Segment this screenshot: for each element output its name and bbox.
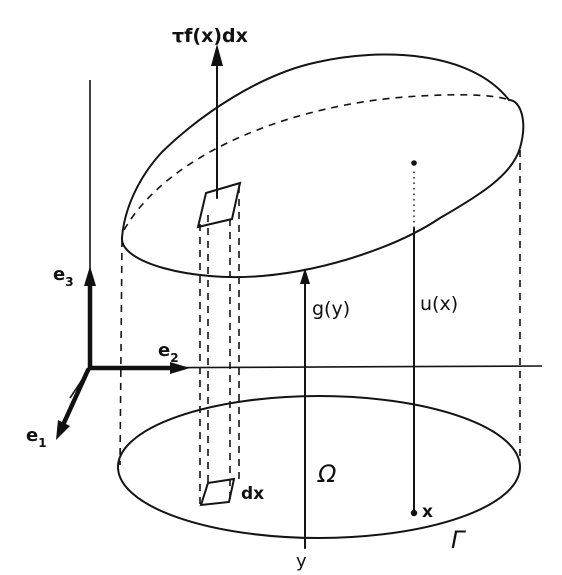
e3-arrowhead	[84, 266, 96, 286]
membrane-back-rim-dashed	[123, 93, 510, 231]
e2-arrowhead	[170, 362, 190, 374]
membrane-surface-outline	[120, 53, 525, 279]
label-point-x: x	[422, 502, 433, 522]
label-u-x: u(x)	[420, 293, 458, 315]
bottom-area-element-dx	[199, 477, 236, 507]
label-e1: e1	[26, 425, 47, 450]
label-e2-base: e	[158, 340, 170, 361]
label-e3: e3	[53, 264, 74, 289]
label-e3-base: e	[53, 264, 65, 285]
e1-basis-arrow	[60, 367, 91, 428]
label-tau-f-dx: τf(x)dx	[172, 25, 248, 47]
top-area-element	[196, 181, 242, 229]
label-e2: e2	[158, 340, 179, 365]
label-e2-sub: 2	[170, 351, 178, 365]
label-e3-sub: 3	[65, 275, 73, 289]
label-g-y: g(y)	[312, 298, 350, 320]
label-omega: Ω	[317, 460, 337, 488]
u-x-surface-point	[411, 160, 417, 166]
label-gamma: Γ	[451, 526, 466, 554]
label-dx: dx	[241, 484, 264, 504]
g-y-arrowhead	[300, 268, 310, 284]
label-e1-base: e	[26, 425, 38, 446]
omega-domain-ellipse	[117, 395, 521, 539]
load-arrowhead	[211, 44, 223, 66]
point-x-marker	[410, 509, 418, 517]
e1-arrowhead	[56, 420, 70, 440]
label-point-y: y	[296, 551, 307, 572]
left-projection-dashed	[119, 239, 123, 466]
label-e1-sub: 1	[38, 436, 46, 450]
